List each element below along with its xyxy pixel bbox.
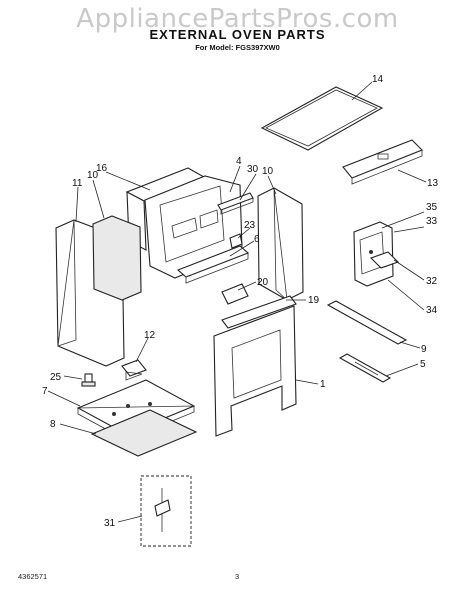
callout-10b: 10 — [262, 166, 274, 177]
doc-number: 4362571 — [18, 572, 48, 581]
part-igniter-clip[interactable] — [369, 251, 400, 269]
callout-30: 30 — [247, 164, 259, 175]
callout-11: 11 — [72, 178, 83, 189]
callout-25: 25 — [50, 372, 62, 383]
part-left-insulation[interactable] — [92, 215, 142, 301]
callout-31: 31 — [104, 518, 116, 529]
callout-35: 35 — [426, 202, 438, 213]
part-front-frame[interactable] — [213, 295, 297, 437]
part-control-strip[interactable] — [338, 353, 392, 383]
part-rear-trim[interactable] — [342, 139, 423, 185]
part-control-bracket[interactable] — [353, 221, 394, 287]
callout-numbers: 14 16 4 30 11 10 10 13 35 33 23 6 32 20 … — [42, 74, 439, 529]
part-burner-bracket[interactable] — [176, 233, 250, 284]
callout-10a: 10 — [87, 170, 99, 181]
leader-lines — [47, 81, 427, 523]
callout-4: 4 — [236, 156, 242, 167]
model-subtitle: For Model: FGS397XW0 — [195, 43, 280, 52]
callout-6: 6 — [254, 234, 260, 245]
callout-34: 34 — [426, 305, 438, 316]
callout-9: 9 — [421, 344, 427, 355]
callout-7: 7 — [42, 386, 48, 397]
part-trim-strip[interactable] — [326, 300, 408, 345]
callout-23: 23 — [244, 220, 256, 231]
callout-5: 5 — [420, 359, 426, 370]
part-support-bracket[interactable] — [221, 283, 249, 305]
part-bottom-insulation[interactable] — [90, 409, 198, 457]
callout-14: 14 — [372, 74, 384, 85]
part-bracket[interactable] — [217, 192, 254, 215]
page-number: 3 — [235, 572, 240, 581]
callout-13: 13 — [427, 178, 439, 189]
callout-12: 12 — [144, 330, 156, 341]
part-wire-harness[interactable] — [140, 475, 192, 547]
part-right-side-panel[interactable] — [257, 187, 304, 302]
part-oven-back-frame[interactable] — [144, 175, 243, 279]
callout-32: 32 — [426, 276, 438, 287]
part-clip[interactable] — [121, 359, 147, 381]
part-screw[interactable] — [81, 373, 96, 387]
callout-8: 8 — [50, 419, 56, 430]
callout-20: 20 — [257, 277, 269, 288]
part-top-panel[interactable] — [260, 86, 384, 151]
callout-19: 19 — [308, 295, 320, 306]
callout-33: 33 — [426, 216, 438, 227]
diagram-title: EXTERNAL OVEN PARTS — [149, 27, 326, 42]
watermark: AppliancePartsPros.com — [76, 4, 399, 34]
callout-16: 16 — [96, 163, 108, 174]
callout-1: 1 — [320, 379, 326, 390]
